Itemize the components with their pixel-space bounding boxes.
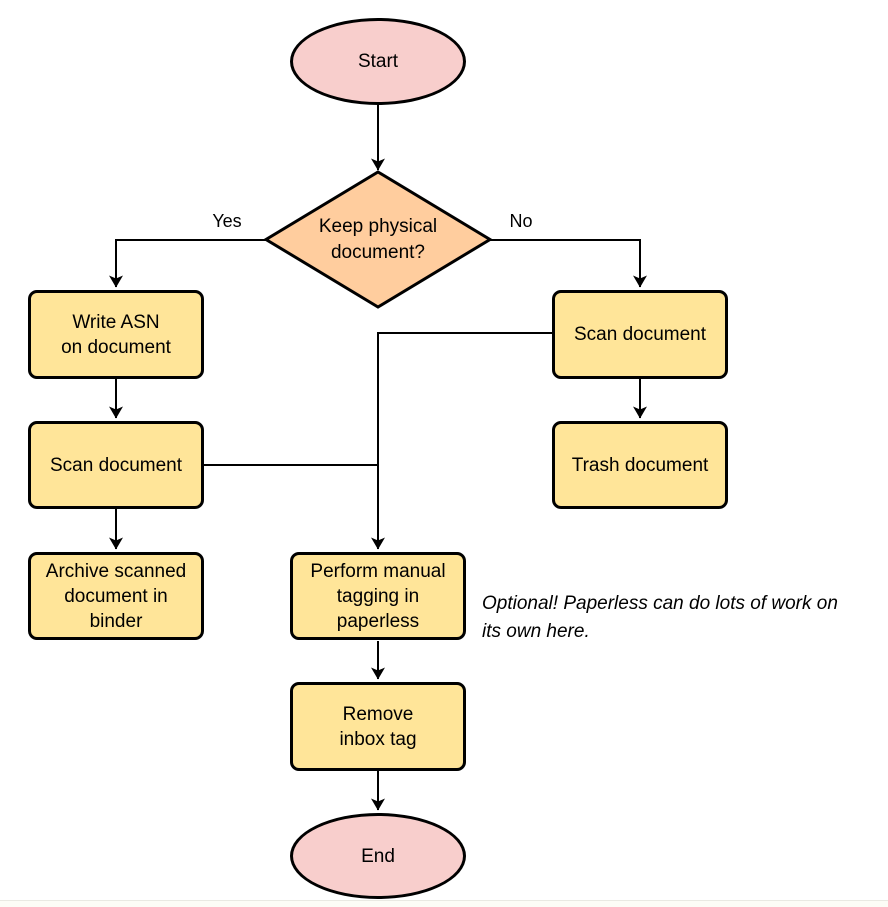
annotation-optional-note: Optional! Paperless can do lots of work … xyxy=(482,593,838,642)
process-write-asn: Write ASN on document xyxy=(28,290,204,379)
edge-decision-no-to-scan-right xyxy=(490,239,647,288)
page-bottom-edge xyxy=(0,900,888,907)
edge-label-no: No xyxy=(497,211,545,231)
edge-scan-right-to-tagging xyxy=(371,332,553,550)
process-write-asn-label: Write ASN on document xyxy=(61,311,171,358)
end-node: End xyxy=(290,813,466,899)
process-archive-scanned-document-label: Archive scanned document in binder xyxy=(45,560,187,632)
decision-keep-physical-document: Keep physical document? xyxy=(263,170,493,309)
process-scan-document-left-label: Scan document xyxy=(49,454,183,476)
process-scan-document-right-label: Scan document xyxy=(573,324,707,345)
process-trash-document-label: Trash document xyxy=(571,454,709,476)
decision-diamond-shape xyxy=(263,170,493,309)
process-perform-manual-tagging-label: Perform manual tagging in paperless xyxy=(310,560,446,632)
process-trash-document: Trash document xyxy=(552,421,728,509)
edge-decision-yes-to-write-asn xyxy=(109,239,266,288)
start-node: Start xyxy=(290,18,466,105)
process-remove-inbox-tag-label: Remove inbox tag xyxy=(339,703,417,750)
edge-label-yes: Yes xyxy=(203,211,251,231)
decision-label: Keep physical document? xyxy=(318,215,438,263)
process-remove-inbox-tag: Remove inbox tag xyxy=(290,682,466,771)
process-scan-document-left: Scan document xyxy=(28,421,204,509)
process-perform-manual-tagging: Perform manual tagging in paperless xyxy=(290,552,466,640)
process-scan-document-right: Scan document xyxy=(552,290,728,379)
start-node-label: Start xyxy=(357,51,399,72)
end-node-label: End xyxy=(361,845,395,867)
process-archive-scanned-document: Archive scanned document in binder xyxy=(28,552,204,640)
